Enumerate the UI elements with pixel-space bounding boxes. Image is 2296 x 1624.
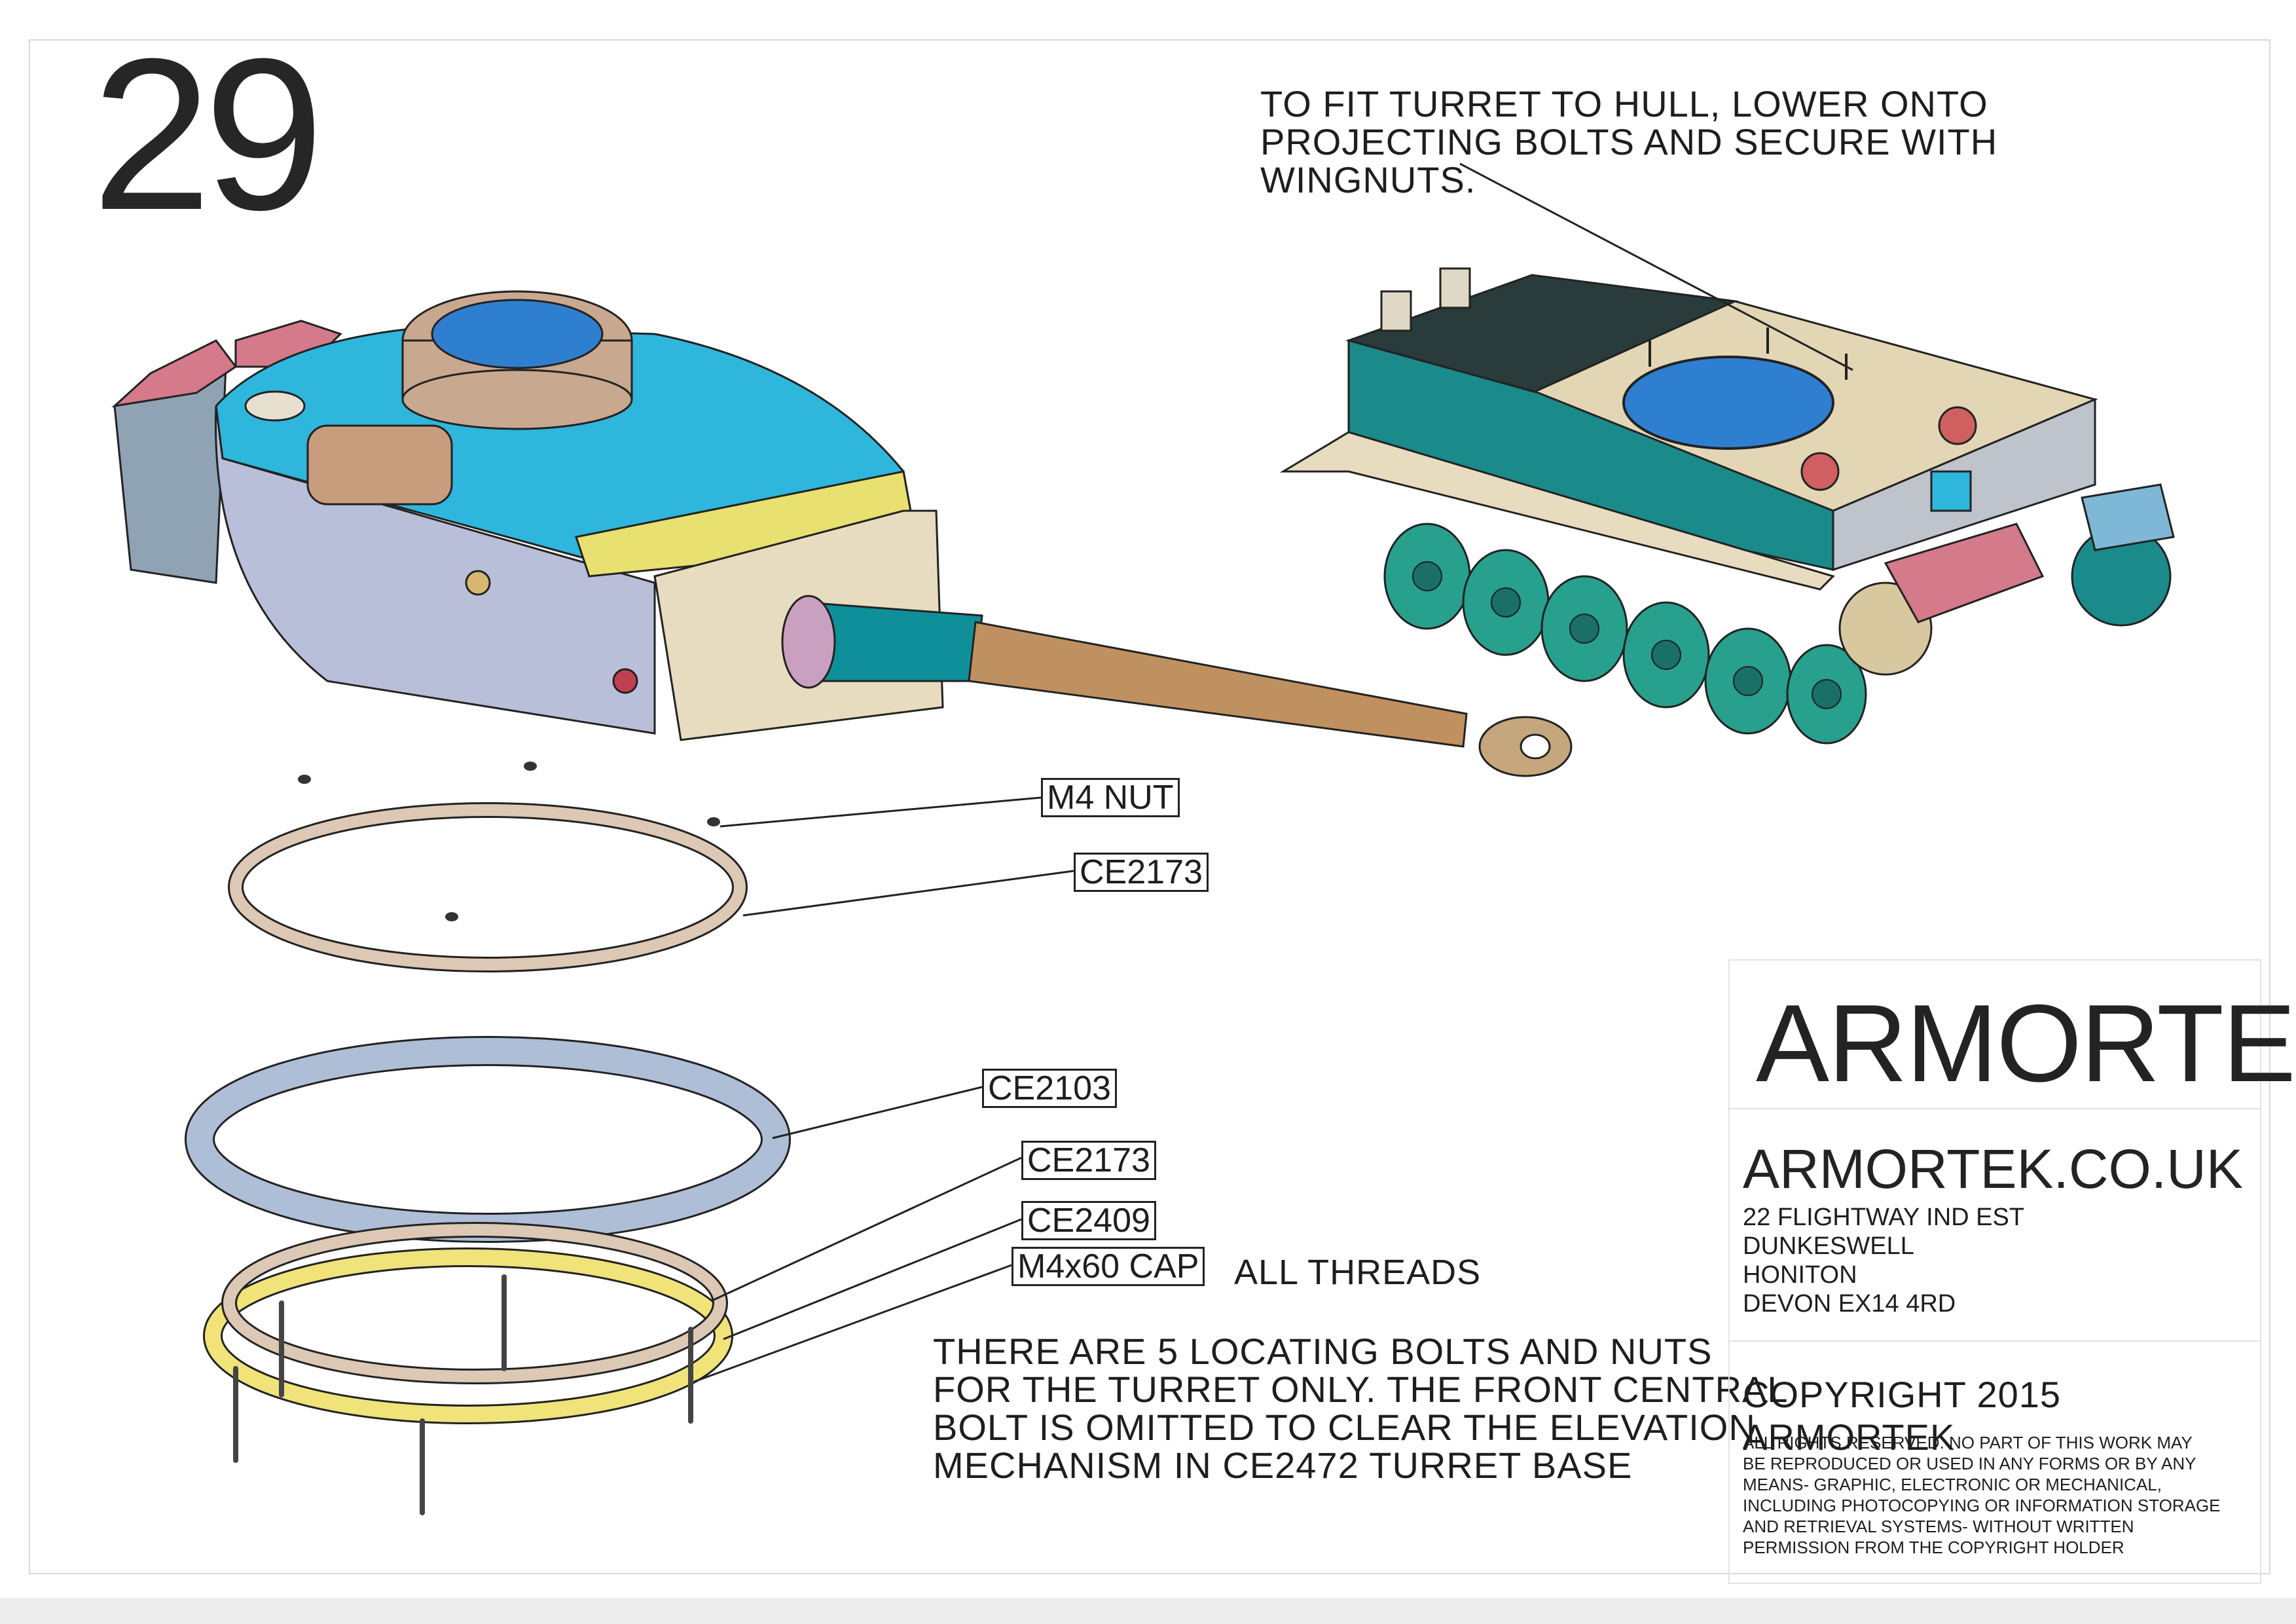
callout-m4x60-cap: M4x60 CAP [1011,1247,1205,1286]
hull-illustration [1279,267,2175,745]
muzzle-bore [1520,733,1551,760]
turret-ring-opening [1622,356,1834,450]
address-line: DEVON EX14 4RD [1743,1290,1956,1318]
drawing-sheet-border [29,39,2270,1574]
bolts-note-line: FOR THE TURRET ONLY. THE FRONT CENTRAL [933,1369,1789,1410]
turret-side-wall [214,405,656,735]
hull-front-guard [1884,523,2045,623]
ring-ce2409 [203,1247,733,1424]
cupola-base [401,369,633,430]
address: 22 FLIGHTWAY IND EST DUNKESWELL HONITON … [1743,1203,2024,1318]
ring-ce2173-upper [228,802,748,972]
fit-turret-instruction: TO FIT TURRET TO HULL, LOWER ONTO PROJEC… [1260,85,1997,199]
scan-edge [0,1598,2296,1624]
hull-towing-bracket [1930,470,1972,512]
callout-ce2409: CE2409 [1021,1201,1156,1240]
address-line: 22 FLIGHTWAY IND EST [1743,1204,2025,1231]
rights-line: INCLUDING PHOTOCOPYING OR INFORMATION ST… [1743,1496,2221,1515]
rights-line: AND RETRIEVAL SYSTEMS- WITHOUT WRITTEN [1743,1517,2134,1536]
ring-ce2103 [185,1036,791,1243]
callout-m4-nut: M4 NUT [1041,778,1180,817]
hull-mudguard [1279,431,1835,591]
bolts-note-line: THERE ARE 5 LOCATING BOLTS AND NUTS [933,1331,1713,1372]
cupola-hatch [431,299,604,369]
m4-nuts [298,762,720,921]
leader-lines [693,162,1853,1383]
turret-vent [244,390,306,422]
loader-hatch [306,424,453,506]
address-line: DUNKESWELL [1743,1232,1914,1260]
mantlet-ring [781,595,836,689]
rights-statement: ALL RIGHTS RESERVED. NO PART OF THIS WOR… [1743,1432,2253,1558]
website: ARMORTEK.CO.UK [1743,1138,2243,1200]
rights-line: MEANS- GRAPHIC, ELECTRONIC OR MECHANICAL… [1743,1475,2162,1494]
rights-line: PERMISSION FROM THE COPYRIGHT HOLDER [1743,1538,2124,1557]
ring-ce2173-lower [221,1222,728,1384]
m4x60-cap-bolts [233,1274,693,1515]
all-threads-note: ALL THREADS [1234,1253,1482,1292]
callout-ce2173-upper: CE2173 [1074,853,1209,892]
title-block-divider [1730,1340,2260,1342]
callout-ce2103: CE2103 [982,1069,1117,1108]
hull-hatch-red [1800,452,1840,491]
road-wheel-hubs [1412,561,1842,709]
bolts-note-line: BOLT IS OMITTED TO CLEAR THE ELEVATION [933,1407,1756,1448]
turret-illustration [111,290,1573,777]
smoke-discharger [465,570,491,596]
hull-front-guard [2081,483,2175,551]
bolts-note-line: MECHANISM IN CE2472 TURRET BASE [933,1445,1633,1486]
copyright: COPYRIGHT 2015 ARMORTEK [1743,1374,2062,1458]
title-block-divider [1730,1108,2260,1109]
title-block: ARMORTEK ARMORTEK.CO.UK 22 FLIGHTWAY IND… [1728,959,2296,1584]
hull-exhaust [1380,290,1412,332]
locating-bolts-note: THERE ARE 5 LOCATING BOLTS AND NUTS FOR … [933,1333,1789,1485]
gun-barrel [968,621,1468,748]
turret-bolt-head [612,668,638,694]
rights-line: ALL RIGHTS RESERVED. NO PART OF THIS WOR… [1743,1433,2193,1452]
brand-logo-text: ARMORTEK [1756,982,2296,1105]
rights-line: BE REPRODUCED OR USED IN ANY FORMS OR BY… [1743,1454,2196,1473]
hull-exhaust [1439,267,1471,309]
turret-bin-top [111,339,238,408]
fit-note-line: PROJECTING BOLTS AND SECURE WITH [1260,121,1998,162]
fit-note-line: TO FIT TURRET TO HULL, LOWER ONTO [1260,83,1988,124]
callout-ce2173-lower: CE2173 [1021,1141,1156,1180]
address-line: HONITON [1743,1261,1857,1289]
hull-headlight [1938,406,1977,445]
fit-note-line: WINGNUTS. [1260,159,1476,200]
step-number: 29 [92,13,324,255]
